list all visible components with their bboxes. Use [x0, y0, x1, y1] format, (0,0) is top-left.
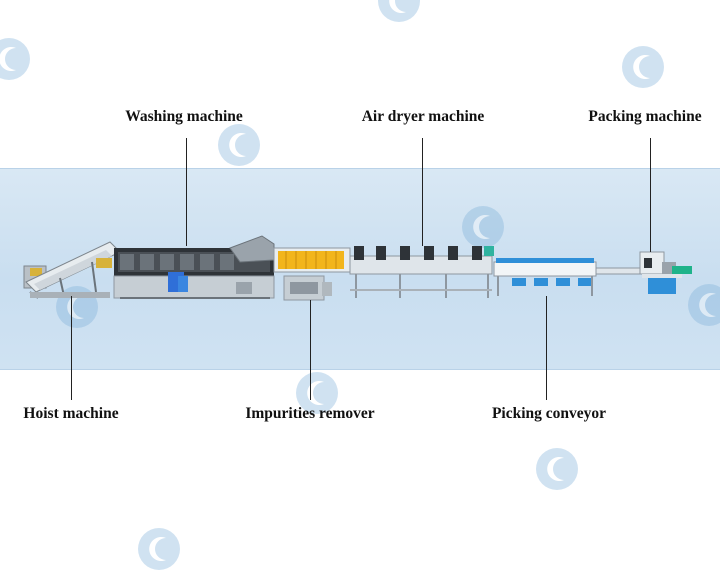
watermark-logo-icon [688, 284, 720, 326]
watermark-logo-icon [296, 372, 338, 414]
leader-line-picking [546, 296, 548, 400]
leader-line-washing [186, 138, 188, 246]
label-impurities-remover: Impurities remover [245, 405, 375, 422]
watermark-logo-icon [218, 124, 260, 166]
watermark-logo-icon [462, 206, 504, 248]
label-washing-machine: Washing machine [125, 108, 243, 125]
picking-conveyor [493, 258, 641, 296]
leader-line-hoist [71, 296, 73, 400]
washing-machine [113, 235, 275, 299]
label-air-dryer-machine: Air dryer machine [361, 108, 485, 125]
leader-line-impurities [310, 300, 312, 400]
impurities-remover [273, 247, 351, 301]
label-hoist-machine: Hoist machine [23, 405, 119, 422]
leader-line-air-dryer [422, 138, 424, 246]
watermark-logo-icon [536, 448, 578, 490]
air-dryer-machine [349, 246, 494, 298]
watermark-logo-icon [0, 38, 30, 80]
watermark-logo-icon [378, 0, 420, 22]
leader-line-packing [650, 138, 652, 252]
label-packing-machine: Packing machine [588, 108, 702, 125]
label-picking-conveyor: Picking conveyor [491, 405, 607, 422]
packing-machine [639, 251, 692, 294]
watermark-logo-icon [622, 46, 664, 88]
machine-line [23, 235, 692, 301]
hoist-machine [23, 241, 121, 299]
